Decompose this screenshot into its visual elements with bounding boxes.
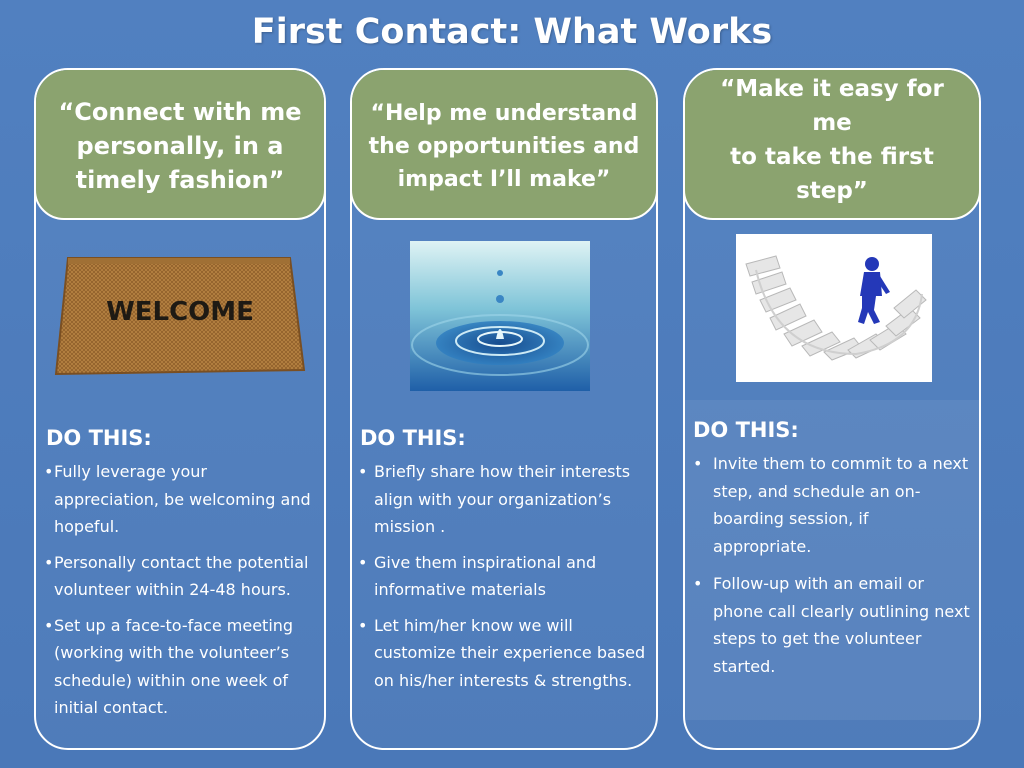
do-this-heading: DO THIS: (693, 418, 799, 442)
card-header: “Connect with me personally, in a timely… (36, 70, 324, 220)
bullet-item: • Follow-up with an email or phone call … (693, 570, 977, 680)
do-this-heading: DO THIS: (46, 426, 152, 450)
card-connect: “Connect with me personally, in a timely… (34, 68, 326, 750)
bullet-list: • Fully leverage your appreciation, be w… (44, 458, 324, 730)
bullet-dot: • (44, 615, 54, 635)
panel-tint (685, 400, 979, 720)
bullet-dot: • (358, 615, 368, 635)
bullet-item: • Invite them to commit to a next step, … (693, 450, 977, 560)
do-this-heading: DO THIS: (360, 426, 466, 450)
bullet-item: • Fully leverage your appreciation, be w… (44, 458, 324, 541)
bullet-list: • Invite them to commit to a next step, … (693, 450, 977, 690)
slide-title: First Contact: What Works (251, 12, 773, 52)
bullet-dot: • (693, 574, 703, 593)
quote: “Help me understand the opportunities an… (368, 100, 640, 192)
card-header: “Make it easy for me to take the first s… (685, 70, 979, 220)
bullet-dot: • (358, 462, 368, 481)
card-header: “Help me understand the opportunities an… (352, 70, 656, 220)
quote: “Connect with me personally, in a timely… (58, 98, 302, 194)
climbing-figure (858, 257, 890, 324)
bullet-dot: • (44, 552, 54, 572)
bullet-item: • Give them inspirational and informativ… (358, 549, 654, 604)
bullet-dot: • (693, 454, 703, 473)
bullet-dot: • (44, 462, 54, 481)
welcome-mat-image: WELCOME (54, 257, 306, 376)
card-first-step: “Make it easy for me to take the first s… (683, 68, 981, 750)
bullet-list: • Briefly share how their interests alig… (358, 458, 654, 702)
card-understand: “Help me understand the opportunities an… (350, 68, 658, 750)
bullet-item: • Personally contact the potential volun… (44, 549, 324, 604)
quote: “Make it easy for me to take the first s… (720, 76, 944, 204)
bullet-item: • Set up a face-to-face meeting (working… (44, 612, 324, 722)
bullet-item: • Let him/her know we will customize the… (358, 612, 654, 695)
bullet-dot: • (358, 552, 368, 572)
water-ripple-image (410, 241, 590, 391)
welcome-mat-text: WELCOME (106, 297, 254, 327)
bullet-item: • Briefly share how their interests alig… (358, 458, 654, 541)
spiral-stairs-image (736, 234, 932, 382)
